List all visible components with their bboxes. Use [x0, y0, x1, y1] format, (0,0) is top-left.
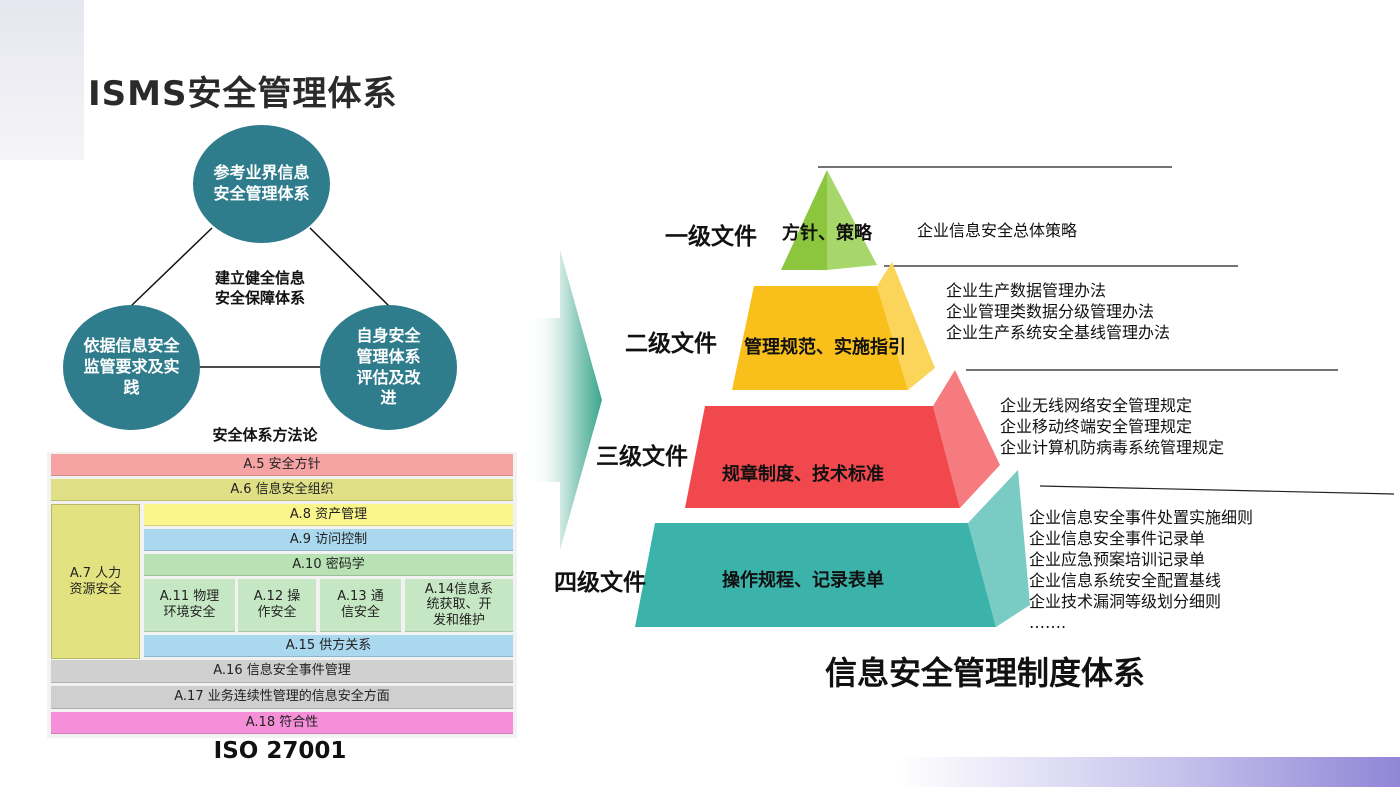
- level-2-label: 二级文件: [625, 331, 717, 357]
- tier-2-item: 企业生产数据管理办法: [946, 281, 1107, 300]
- tier-2-item: 企业管理类数据分级管理办法: [946, 302, 1155, 321]
- iso-a18: A.18 符合性: [51, 712, 513, 734]
- tier-1-label: 方针、策略: [782, 223, 872, 244]
- iso-a9: A.9 访问控制: [144, 529, 513, 551]
- bottom-gradient-band: [900, 757, 1400, 787]
- tier-2-item: 企业生产系统安全基线管理办法: [946, 323, 1171, 342]
- iso-a14: A.14信息系 统获取、开 发和维护: [405, 579, 513, 632]
- tier-3-label: 规章制度、技术标准: [722, 464, 884, 485]
- iso-a15: A.15 供方关系: [144, 635, 513, 657]
- methodology-label: 安全体系方法论: [212, 426, 318, 444]
- level-1-label: 一级文件: [665, 224, 757, 250]
- tier-4-label: 操作规程、记录表单: [722, 570, 884, 591]
- circle-regulatory-requirements: 依据信息安全 监管要求及实 践: [63, 305, 200, 430]
- tier-3-item: 企业计算机防病毒系统管理规定: [1000, 438, 1225, 457]
- circle-self-assessment: 自身安全 管理体系 评估及改 进: [320, 305, 457, 430]
- tier-4-item: 企业应急预案培训记录单: [1029, 550, 1206, 569]
- page-title: ISMS安全管理体系: [88, 74, 398, 114]
- tier-1-item: 企业信息安全总体策略: [917, 221, 1078, 240]
- iso-a7: A.7 人力 资源安全: [51, 504, 140, 659]
- tier-4-item: 企业信息安全事件处置实施细则: [1029, 508, 1254, 527]
- iso-a11: A.11 物理 环境安全: [144, 579, 235, 632]
- methodology-connectors: [129, 227, 391, 368]
- right-arrow-icon: [530, 250, 602, 550]
- tier-3-item: 企业无线网络安全管理规定: [1000, 396, 1193, 415]
- level-4-label: 四级文件: [554, 570, 646, 596]
- pyramid-graphic: [530, 166, 1395, 627]
- iso-a13: A.13 通 信安全: [320, 579, 401, 632]
- iso-a10: A.10 密码学: [144, 554, 513, 576]
- iso-a12: A.12 操 作安全: [238, 579, 316, 632]
- iso-a17: A.17 业务连续性管理的信息安全方面: [51, 686, 513, 709]
- tier-3-item: 企业移动终端安全管理规定: [1000, 417, 1193, 436]
- circle-reference-industry: 参考业界信息 安全管理体系: [193, 125, 330, 243]
- iso-a6: A.6 信息安全组织: [51, 479, 513, 501]
- pyramid-title: 信息安全管理制度体系: [824, 654, 1145, 692]
- iso-label: ISO 27001: [213, 738, 347, 764]
- tier-4-item: 企业技术漏洞等级划分细则: [1029, 592, 1222, 611]
- iso-a8: A.8 资产管理: [144, 504, 513, 526]
- tier-4-item: 企业信息系统安全配置基线: [1029, 571, 1222, 590]
- tier-2-label: 管理规范、实施指引: [744, 337, 906, 358]
- level-3-label: 三级文件: [596, 444, 688, 470]
- corner-decoration: [0, 0, 84, 160]
- iso-a16: A.16 信息安全事件管理: [51, 660, 513, 683]
- iso-a5: A.5 安全方针: [51, 454, 513, 476]
- tier-4-item: …….: [1029, 613, 1067, 632]
- methodology-center-text: 建立健全信息 安全保障体系: [214, 269, 305, 308]
- tier-4-item: 企业信息安全事件记录单: [1029, 529, 1206, 548]
